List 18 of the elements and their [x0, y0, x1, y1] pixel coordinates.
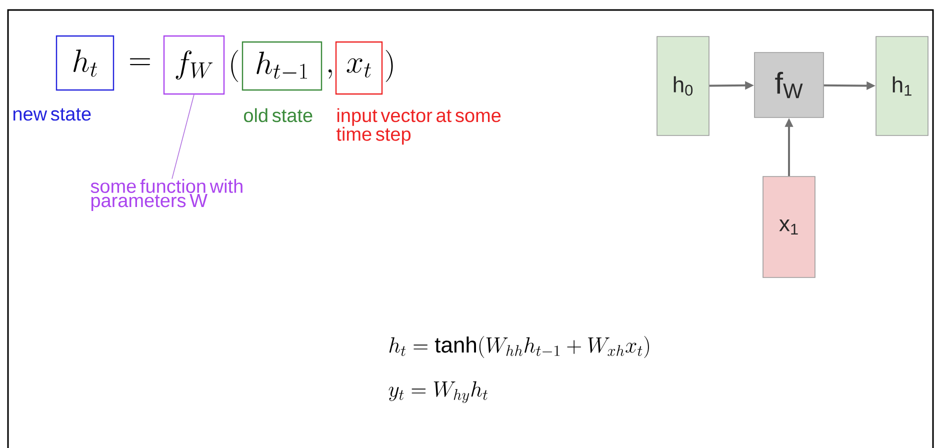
state-box: h$_{0}$ — [656, 36, 710, 136]
formula-box: $h_{t-1}$ — [242, 41, 322, 91]
caption-text: old state — [244, 108, 312, 122]
formula-box: $f_W$ — [163, 35, 225, 95]
math-symbol: $=$ — [130, 58, 150, 66]
math-symbol: $,$ — [328, 69, 332, 79]
caption-text: new state — [13, 108, 91, 121]
function-box: f$_{W}$ — [754, 52, 824, 118]
annotation-text: some function with parameters W — [90, 179, 242, 211]
leader-line — [172, 94, 194, 180]
equation: $y_t = W_{hy}h_t$ — [388, 381, 488, 403]
formula-box: $x_t$ — [335, 41, 383, 95]
caption-text: input vector at some time step — [336, 108, 501, 145]
state-box: h$_{1}$ — [876, 36, 928, 136]
formula-box: $h_t$ — [56, 35, 114, 91]
input-box: x$_{1}$ — [762, 176, 816, 278]
equation: $h_t = \tanh(W_{hh}h_{t-1} + W_{xh}x_t)$ — [389, 336, 649, 358]
math-symbol: $($ — [231, 50, 238, 82]
